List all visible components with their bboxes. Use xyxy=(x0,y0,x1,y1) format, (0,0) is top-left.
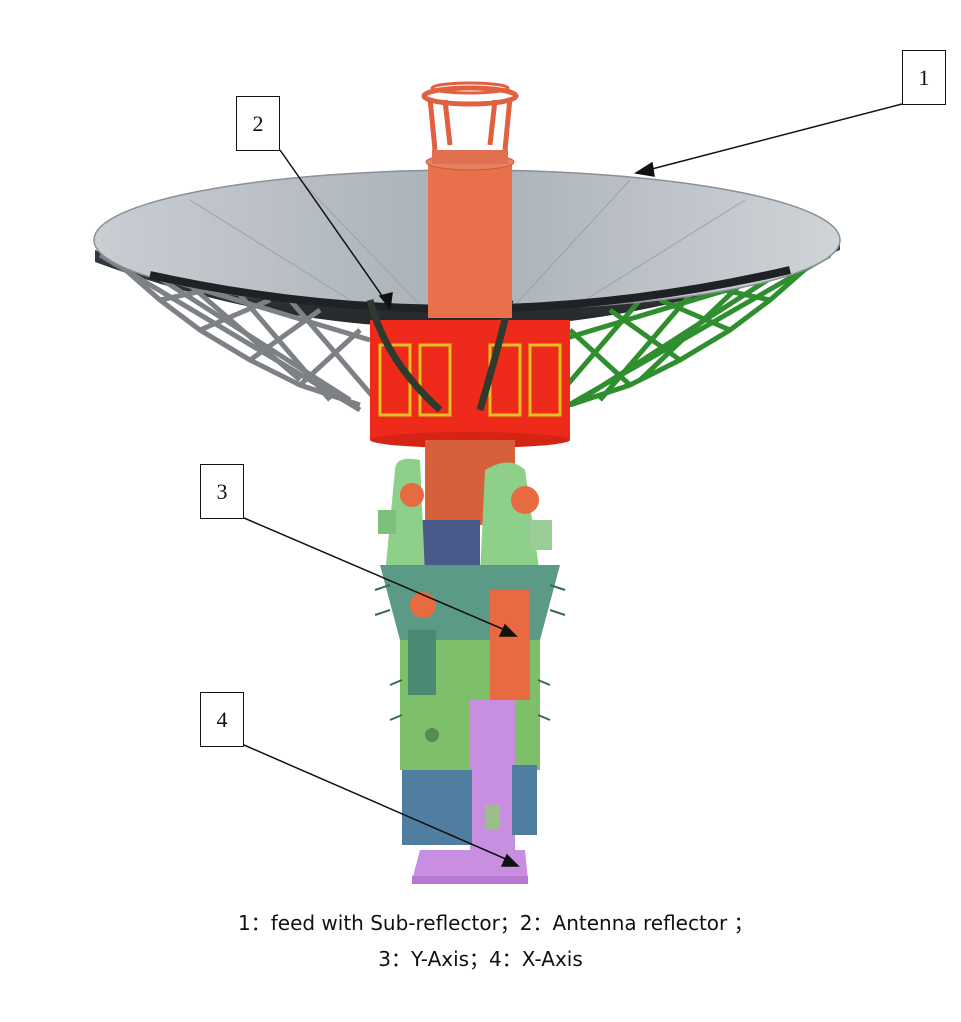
hub xyxy=(370,320,570,448)
callout-label-3: 3 xyxy=(200,464,244,519)
leader-lines xyxy=(243,103,903,867)
feed-tube xyxy=(421,81,519,318)
dish-underside xyxy=(95,238,840,329)
caption-line-2: 3：Y-Axis；4：X-Axis xyxy=(378,947,583,971)
y-axis-yoke xyxy=(378,458,552,575)
callout-label-1: 1 xyxy=(902,50,946,105)
base-block-right xyxy=(512,765,537,835)
callout-label-4: 4 xyxy=(200,692,244,747)
base-block-left xyxy=(402,770,472,845)
mount-body xyxy=(374,565,566,770)
column-blue-block xyxy=(420,520,480,565)
base-plate xyxy=(412,876,528,884)
caption-line-1: 1：feed with Sub-reflector；2：Antenna refl… xyxy=(238,911,754,935)
base-foot xyxy=(412,850,528,880)
truss-left xyxy=(98,252,382,413)
callout-label-2: 2 xyxy=(236,96,280,151)
x-axis-column xyxy=(470,700,515,850)
